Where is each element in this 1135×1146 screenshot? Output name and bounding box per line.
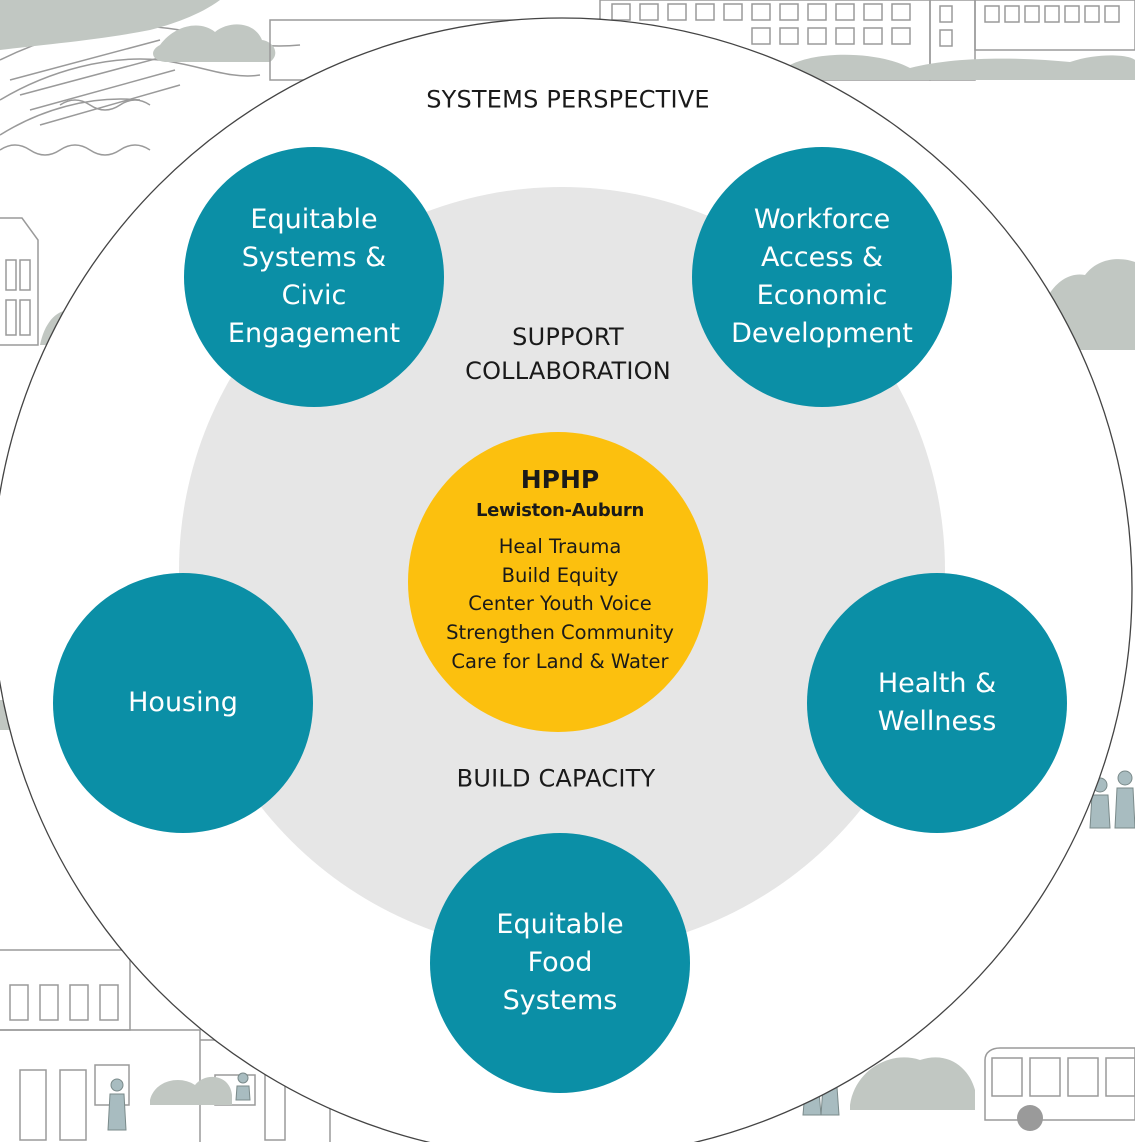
focus-label-health: Health & Wellness <box>877 668 997 737</box>
focus-label-civic-engagement: Equitable Systems & Civic Engagement <box>227 204 401 349</box>
bush-bottom-right <box>850 1057 975 1110</box>
focus-circle-health <box>807 573 1067 833</box>
bus-wheel <box>1017 1105 1043 1131</box>
focus-circle-food-systems <box>430 833 690 1093</box>
core-circle <box>408 432 708 732</box>
bush-bottom-left <box>150 1076 232 1105</box>
focus-label-housing: Housing <box>128 687 238 718</box>
build-capacity-label: BUILD CAPACITY <box>456 764 656 793</box>
hill-fill <box>0 0 220 50</box>
focus-area-circles <box>53 147 1067 1093</box>
core-item-build-equity: Build Equity <box>501 563 619 587</box>
bus <box>984 1047 1135 1121</box>
core-item-strengthen-community: Strengthen Community <box>446 621 674 645</box>
core-content: HPHP Lewiston-Auburn Heal Trauma Build E… <box>446 463 674 677</box>
systems-perspective-label: SYSTEMS PERSPECTIVE <box>426 85 710 114</box>
people-right <box>1089 770 1135 829</box>
support-collaboration-label: SUPPORT COLLABORATION <box>465 323 671 385</box>
focus-label-food-systems: Equitable Food Systems <box>496 909 624 1016</box>
core-title: HPHP <box>520 465 600 495</box>
focus-label-workforce: Workforce Access & Economic Development <box>731 204 913 349</box>
window-row <box>611 3 911 45</box>
tree-cluster <box>153 24 276 62</box>
core-item-center-youth-voice: Center Youth Voice <box>468 592 652 616</box>
focus-circle-housing <box>53 573 313 833</box>
core-subtitle: Lewiston-Auburn <box>475 500 645 522</box>
core-item-heal-trauma: Heal Trauma <box>498 535 622 559</box>
core-item-care-for-land-water: Care for Land & Water <box>451 650 669 674</box>
house-left <box>0 217 39 346</box>
focus-circle-workforce <box>692 147 952 407</box>
focus-circle-civic-engagement <box>184 147 444 407</box>
